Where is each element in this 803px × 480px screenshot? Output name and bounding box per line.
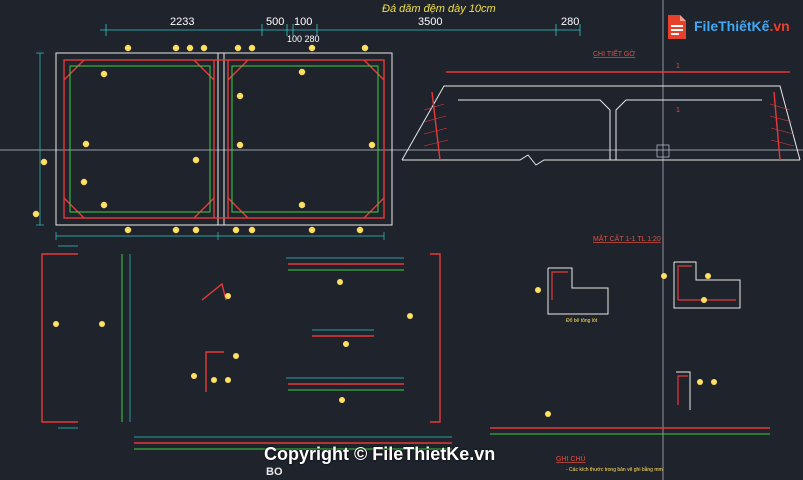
cut-note: Đổ bê tông lót bbox=[566, 317, 598, 324]
watermark-prefix: BO bbox=[266, 466, 283, 478]
detail-mark-mid: 1 bbox=[676, 107, 680, 114]
detail-view: 1 1 bbox=[401, 63, 801, 166]
dim-sub: 100 280 bbox=[287, 34, 320, 44]
drawing-title: Đá dăm đệm dày 10cm bbox=[382, 3, 496, 15]
dim-280: 280 bbox=[561, 16, 579, 28]
watermark: Copyright © FileThietKe.vn bbox=[264, 444, 496, 464]
brand-logo: FileThiếtKế.vn bbox=[664, 12, 792, 42]
dim-3500: 3500 bbox=[418, 16, 442, 28]
brand-name: FileThiếtKế bbox=[694, 18, 770, 34]
dim-500: 500 bbox=[266, 16, 284, 28]
plan-view bbox=[32, 44, 393, 240]
dim-2233: 2233 bbox=[170, 16, 194, 28]
brand-text: FileThiếtKế.vn bbox=[694, 18, 790, 34]
rebar-shapes bbox=[41, 245, 770, 450]
section-label: MẶT CẮT 1-1 TL 1:20 bbox=[593, 234, 661, 243]
dim-100: 100 bbox=[294, 16, 312, 28]
notes-title: GHI CHÚ bbox=[556, 454, 586, 463]
detail-mark-top: 1 bbox=[676, 63, 680, 70]
brand-tld: .vn bbox=[769, 18, 790, 34]
header-dimension bbox=[100, 24, 581, 36]
notes-line: - Các kích thước trong bản vẽ ghi bằng m… bbox=[566, 466, 663, 473]
section-cut: Đổ bê tông lót bbox=[535, 261, 741, 410]
detail-label: CHI TIẾT GỜ bbox=[593, 48, 635, 58]
file-logo-icon bbox=[668, 15, 686, 39]
